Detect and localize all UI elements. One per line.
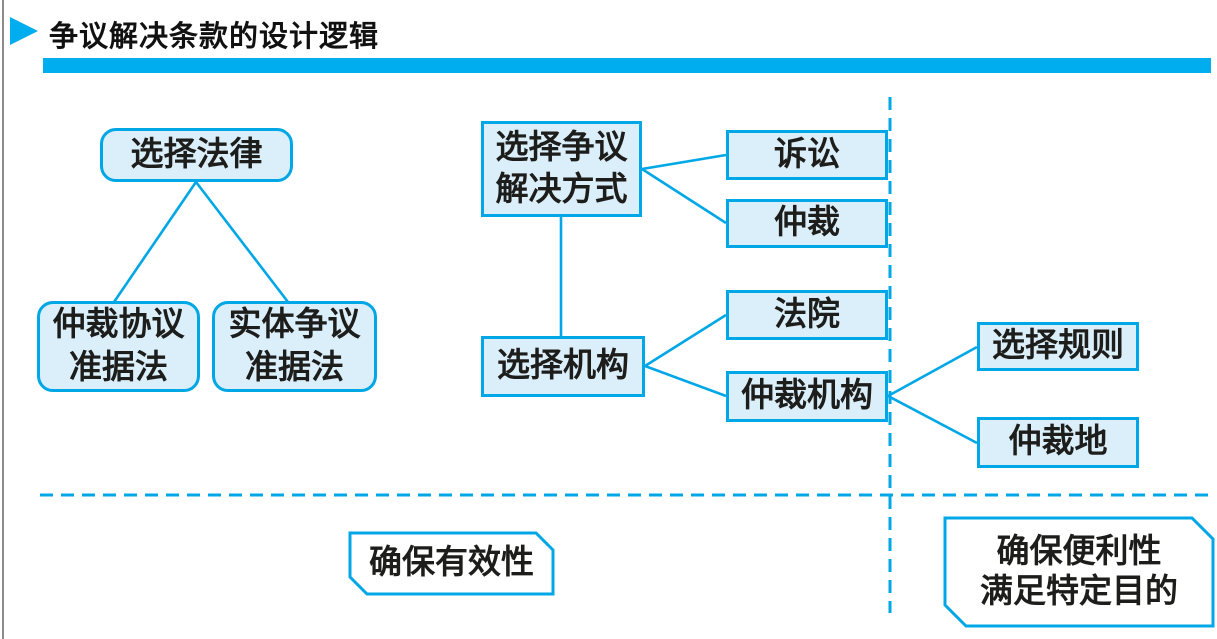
zone-label-ensure-convenience: 确保便利性 满足特定目的	[980, 533, 1178, 610]
edge-arb-institution-to-rules	[887, 345, 978, 398]
connector-lines	[112, 153, 978, 445]
edge-arb-institution-to-seat	[887, 394, 978, 445]
edge-law-to-substantive	[194, 181, 290, 303]
node-arbitration-agreement-law: 仲裁协议 准据法	[37, 301, 200, 392]
node-arbitration: 仲裁	[726, 199, 888, 248]
title-underline-bar	[43, 58, 1211, 73]
ensure-convenience-shape	[943, 516, 1215, 628]
page-left-border	[2, 0, 4, 639]
node-choose-institution: 选择机构	[481, 336, 645, 397]
zone-label-ensure-validity: 确保有效性	[369, 545, 534, 582]
node-litigation: 诉讼	[726, 130, 888, 180]
node-choose-law: 选择法律	[100, 128, 293, 182]
edge-method-to-arbitration	[641, 167, 727, 225]
node-arbitration-seat: 仲裁地	[977, 417, 1139, 468]
node-choose-dispute-method: 选择争议 解决方式	[481, 121, 642, 217]
ensure-validity-shape	[348, 531, 555, 596]
node-substantive-dispute-law: 实体争议 准据法	[212, 301, 377, 392]
triangle-bullet-icon	[10, 17, 38, 45]
edge-institution-to-arb-institution	[644, 364, 727, 398]
edge-law-to-arb-agreement	[112, 181, 198, 303]
node-court: 法院	[726, 290, 888, 340]
edge-institution-to-court	[644, 313, 727, 368]
node-arbitration-institution: 仲裁机构	[726, 371, 888, 422]
page-title: 争议解决条款的设计逻辑	[49, 21, 380, 53]
edge-method-to-litigation	[641, 153, 727, 171]
node-choose-rules: 选择规则	[977, 322, 1139, 371]
